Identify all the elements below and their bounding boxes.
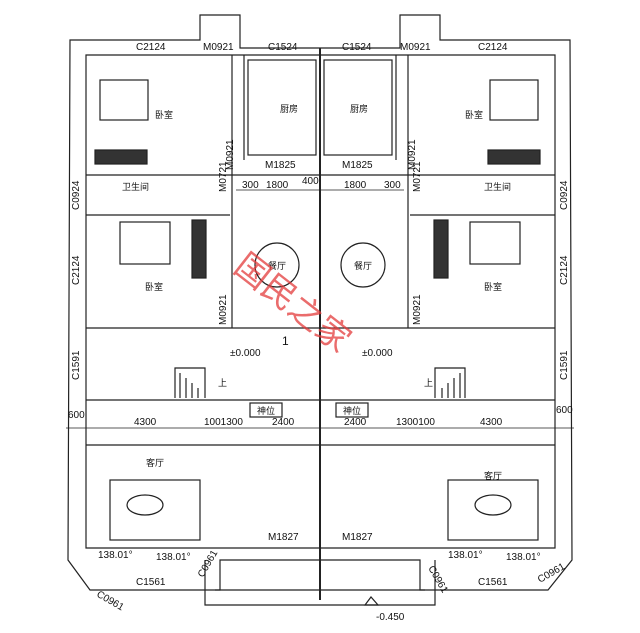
- door-label: M1825: [342, 160, 373, 171]
- room-label-bathroom: 卫生间: [122, 181, 149, 192]
- window-label: C1524: [268, 42, 298, 53]
- door-label: M0721: [412, 161, 423, 192]
- dimension-label: 600: [68, 410, 85, 421]
- dimension-label: 2400: [344, 417, 367, 428]
- angle-label: 138.01°: [156, 552, 191, 563]
- inner-outline: [85, 54, 556, 549]
- outside-level-label: -0.450: [376, 612, 405, 623]
- window-label: C1591: [559, 350, 570, 380]
- room-label-dining: 餐厅: [354, 260, 372, 271]
- door-label: M0921: [407, 139, 418, 170]
- dimension-label: 4300: [134, 417, 157, 428]
- dimension-label: 1800: [266, 180, 289, 191]
- room-label-kitchen: 厨房: [350, 103, 368, 114]
- door-label: M0921: [203, 42, 234, 53]
- window-label: C0961: [196, 548, 220, 579]
- dimension-label: 1800: [344, 180, 367, 191]
- room-label-bathroom: 卫生间: [484, 181, 511, 192]
- window-label: C0961: [536, 561, 567, 585]
- wardrobe-icon: [94, 149, 148, 165]
- dining-table-icon: [254, 242, 300, 288]
- room-label-bedroom: 卧室: [465, 109, 483, 120]
- dimension-label: 2400: [272, 417, 295, 428]
- window-label: C1591: [71, 350, 82, 380]
- room-label-shrine: 神位: [257, 405, 275, 416]
- stair-up-label: 上: [424, 378, 433, 388]
- dimension-label: 4300: [480, 417, 503, 428]
- stair-icon: [434, 367, 466, 398]
- window-label: C2124: [71, 255, 82, 285]
- window-label: C2124: [559, 255, 570, 285]
- bed-icon: [119, 221, 171, 265]
- stair-icon: [174, 367, 206, 398]
- window-label: C1561: [478, 577, 508, 588]
- watermark-text: 国民之家: [226, 246, 358, 361]
- window-label: C0924: [559, 180, 570, 210]
- dimension-label: 1300100: [396, 417, 435, 428]
- angle-label: 138.01°: [506, 552, 541, 563]
- bed-icon: [469, 221, 521, 265]
- door-label: M1827: [268, 532, 299, 543]
- window-label: C2124: [478, 42, 508, 53]
- coffee-table-icon: [126, 494, 164, 516]
- bed-icon: [99, 79, 149, 121]
- shrine-niche: [335, 402, 369, 418]
- dimension-label: 300: [242, 180, 259, 191]
- room-label-bedroom: 卧室: [145, 281, 163, 292]
- window-label: C0924: [71, 180, 82, 210]
- shrine-niche: [249, 402, 283, 418]
- door-label: M0721: [218, 161, 229, 192]
- window-label: C2124: [136, 42, 166, 53]
- room-label-shrine: 神位: [343, 405, 361, 416]
- floor-level-label: ±0.000: [362, 348, 393, 359]
- room-label-living: 客厅: [484, 470, 502, 481]
- window-label: C0961: [425, 564, 449, 595]
- unit-number: 1: [282, 334, 289, 348]
- dimension-label: 600: [556, 405, 573, 416]
- wardrobe-icon: [191, 219, 207, 279]
- kitchen-left: [247, 59, 317, 156]
- door-label: M0921: [218, 294, 229, 325]
- dining-table-icon: [340, 242, 386, 288]
- room-label-dining: 餐厅: [268, 260, 286, 271]
- room-label-kitchen: 厨房: [280, 103, 298, 114]
- sofa-set-icon: [109, 479, 201, 541]
- door-label: M0921: [400, 42, 431, 53]
- room-label-bedroom: 卧室: [484, 281, 502, 292]
- coffee-table-icon: [474, 494, 512, 516]
- dimension-label: 1001300: [204, 417, 243, 428]
- angle-label: 138.01°: [448, 550, 483, 561]
- stair-up-label: 上: [218, 378, 227, 388]
- window-label: C0961: [95, 589, 126, 613]
- room-label-living: 客厅: [146, 457, 164, 468]
- sofa-set-icon: [447, 479, 539, 541]
- floor-level-label: ±0.000: [230, 348, 261, 359]
- bed-icon: [489, 79, 539, 121]
- kitchen-right: [323, 59, 393, 156]
- dimension-label: 400: [302, 176, 319, 187]
- window-label: C1524: [342, 42, 372, 53]
- room-label-bedroom: 卧室: [155, 109, 173, 120]
- level-marker-icon: [363, 596, 380, 606]
- dimension-label: 300: [384, 180, 401, 191]
- wardrobe-icon: [433, 219, 449, 279]
- door-label: M0921: [225, 139, 236, 170]
- window-label: C1561: [136, 577, 166, 588]
- angle-label: 138.01°: [98, 550, 133, 561]
- door-label: M1825: [265, 160, 296, 171]
- porch: [204, 560, 436, 606]
- door-label: M1827: [342, 532, 373, 543]
- door-label: M0921: [412, 294, 423, 325]
- wardrobe-icon: [487, 149, 541, 165]
